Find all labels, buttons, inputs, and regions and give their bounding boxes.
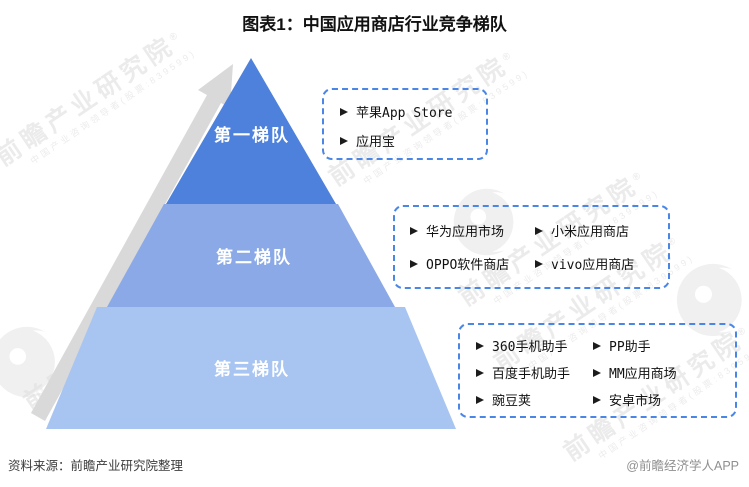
- arrowhead-bullet-icon: [410, 226, 418, 235]
- list-item: 豌豆荚: [476, 390, 593, 409]
- item-label: vivo应用商店: [551, 258, 635, 273]
- arrowhead-bullet-icon: [340, 107, 348, 116]
- arrowhead-bullet-icon: [476, 395, 484, 404]
- tier-1-label: 第一梯队: [214, 125, 290, 145]
- tier-3-label: 第三梯队: [214, 359, 290, 379]
- list-item: 应用宝: [340, 126, 486, 155]
- tier-1-shape: [166, 58, 336, 204]
- arrowhead-bullet-icon: [535, 226, 543, 235]
- item-label: 360手机助手: [492, 340, 568, 355]
- callout-box-tier1: 苹果App Store 应用宝: [322, 88, 488, 160]
- list-row: OPPO软件商店 vivo应用商店: [410, 247, 668, 280]
- arrowhead-bullet-icon: [340, 136, 348, 145]
- arrowhead-bullet-icon: [593, 341, 601, 350]
- item-label: MM应用商场: [609, 367, 677, 382]
- tier-3-shape: [46, 307, 456, 429]
- list-item: 小米应用商店: [535, 221, 629, 240]
- list-item: 百度手机助手: [476, 363, 593, 382]
- callout-box-tier2: 华为应用市场 小米应用商店 OPPO软件商店 vivo应用商店: [393, 205, 670, 289]
- page-title: 图表1：中国应用商店行业竞争梯队: [242, 15, 507, 34]
- item-label: 百度手机助手: [492, 367, 571, 382]
- callout-box-tier3: 360手机助手 PP助手 百度手机助手 MM应用商场 豌豆荚: [458, 323, 737, 418]
- list-item: 华为应用市场: [410, 221, 535, 240]
- item-label: PP助手: [609, 340, 651, 355]
- arrowhead-bullet-icon: [593, 395, 601, 404]
- item-label: 安卓市场: [609, 394, 662, 409]
- arrowhead-bullet-icon: [476, 368, 484, 377]
- arrowhead-bullet-icon: [410, 259, 418, 268]
- item-label: 苹果App Store: [356, 106, 453, 121]
- list-row: 华为应用市场 小米应用商店: [410, 214, 668, 247]
- tier-2-shape: [107, 204, 395, 307]
- item-label: 豌豆荚: [492, 394, 532, 409]
- item-label: 应用宝: [356, 135, 396, 150]
- item-label: 小米应用商店: [551, 225, 630, 240]
- list-item: vivo应用商店: [535, 254, 634, 273]
- list-item: OPPO软件商店: [410, 254, 535, 273]
- item-label: OPPO软件商店: [426, 258, 510, 273]
- tier-2-label: 第二梯队: [216, 247, 292, 267]
- list-item: 360手机助手: [476, 336, 593, 355]
- item-label: 华为应用市场: [426, 225, 505, 240]
- list-item: 苹果App Store: [340, 97, 486, 126]
- list-row: 百度手机助手 MM应用商场: [476, 359, 735, 386]
- list-item: PP助手: [593, 336, 651, 355]
- arrowhead-bullet-icon: [535, 259, 543, 268]
- arrowhead-bullet-icon: [593, 368, 601, 377]
- arrowhead-bullet-icon: [476, 341, 484, 350]
- list-item: MM应用商场: [593, 363, 677, 382]
- list-item: 安卓市场: [593, 390, 661, 409]
- list-row: 360手机助手 PP助手: [476, 332, 735, 359]
- list-row: 豌豆荚 安卓市场: [476, 386, 735, 413]
- app-credit: @前瞻经济学人APP: [626, 459, 739, 473]
- growth-arrow: [31, 64, 233, 421]
- source-note: 资料来源：前瞻产业研究院整理: [8, 459, 184, 473]
